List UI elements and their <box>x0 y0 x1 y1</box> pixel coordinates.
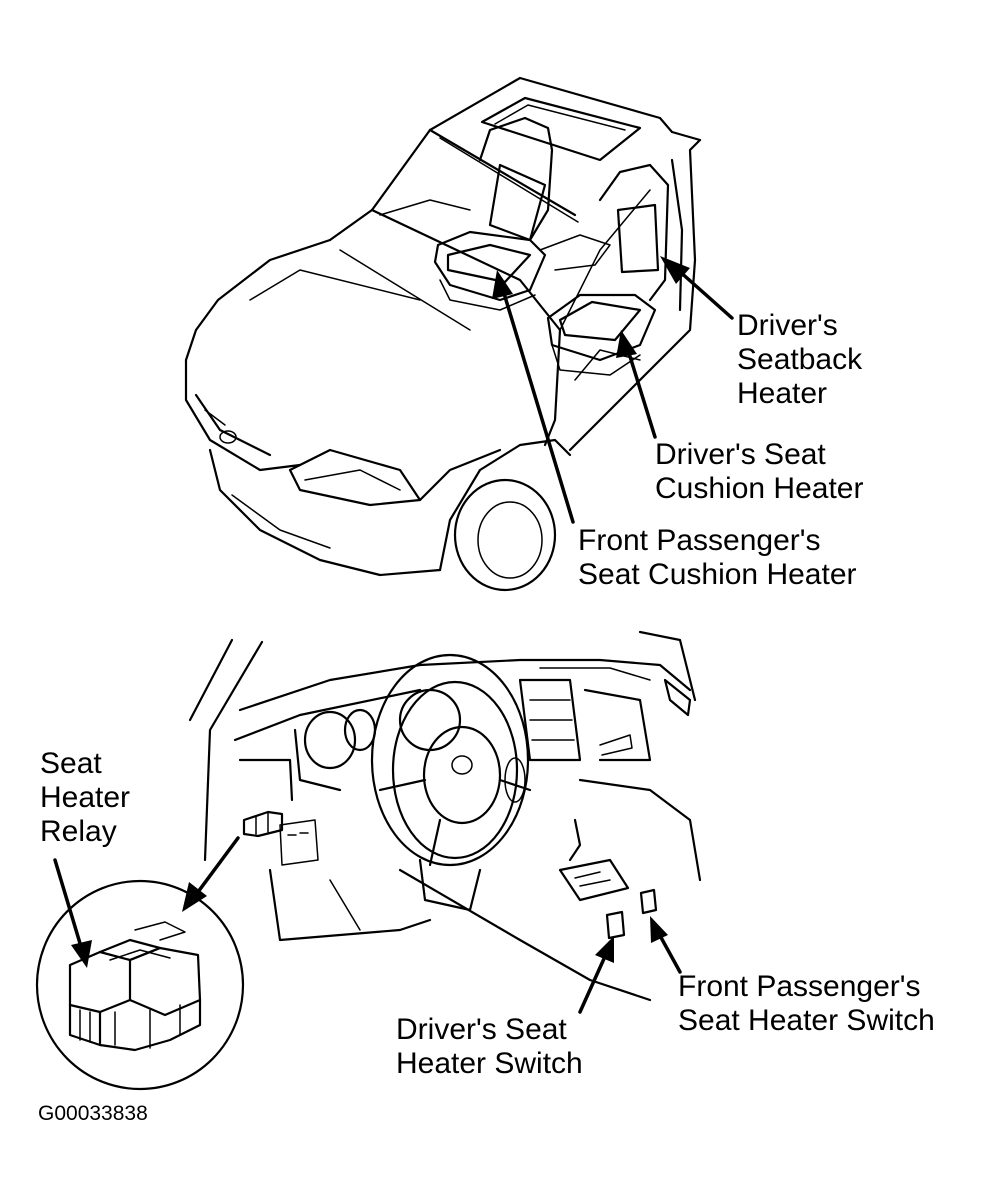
label-seat-heater-relay: Seat Heater Relay <box>40 747 130 849</box>
label-line: Heater <box>40 781 131 814</box>
label-drivers-seat-cushion-heater: Driver's Seat Cushion Heater <box>655 438 863 506</box>
label-drivers-seat-heater-switch: Driver's Seat Heater Switch <box>396 1013 583 1081</box>
vehicle-illustration <box>184 76 702 592</box>
label-front-passenger-seat-cushion-heater: Front Passenger's Seat Cushion Heater <box>578 524 857 592</box>
relay-inset <box>35 879 245 1091</box>
relay-location <box>242 810 284 838</box>
label-line: Seat Heater Switch <box>678 1004 935 1037</box>
label-drivers-seatback-heater: Driver's Seatback Heater <box>737 309 862 411</box>
label-line: Relay <box>40 815 117 848</box>
label-line: Front Passenger's <box>578 524 821 557</box>
driver-seatback-heater-pad <box>616 203 660 274</box>
dashboard-illustration <box>188 630 702 1002</box>
label-front-passenger-seat-heater-switch: Front Passenger's Seat Heater Switch <box>678 970 935 1038</box>
label-line: Heater Switch <box>396 1047 583 1080</box>
passenger-switch-icon <box>639 888 658 915</box>
driver-switch-icon <box>605 910 626 940</box>
steering-wheel <box>370 653 530 867</box>
label-line: Driver's Seat <box>655 438 826 471</box>
driver-cushion-heater-pad <box>558 300 642 342</box>
label-line: Seatback <box>737 343 863 376</box>
label-line: Seat Cushion Heater <box>578 558 857 591</box>
label-line: Cushion Heater <box>655 472 864 505</box>
label-line: Heater <box>737 377 828 410</box>
label-line: Seat <box>40 747 102 780</box>
label-line: Driver's <box>737 309 838 342</box>
passenger-cushion-heater-pad <box>446 243 532 284</box>
label-line: Driver's Seat <box>396 1013 567 1046</box>
figure-id: G00033838 <box>38 1102 148 1125</box>
label-line: Front Passenger's <box>678 970 921 1003</box>
leader-arrows <box>53 256 734 1014</box>
